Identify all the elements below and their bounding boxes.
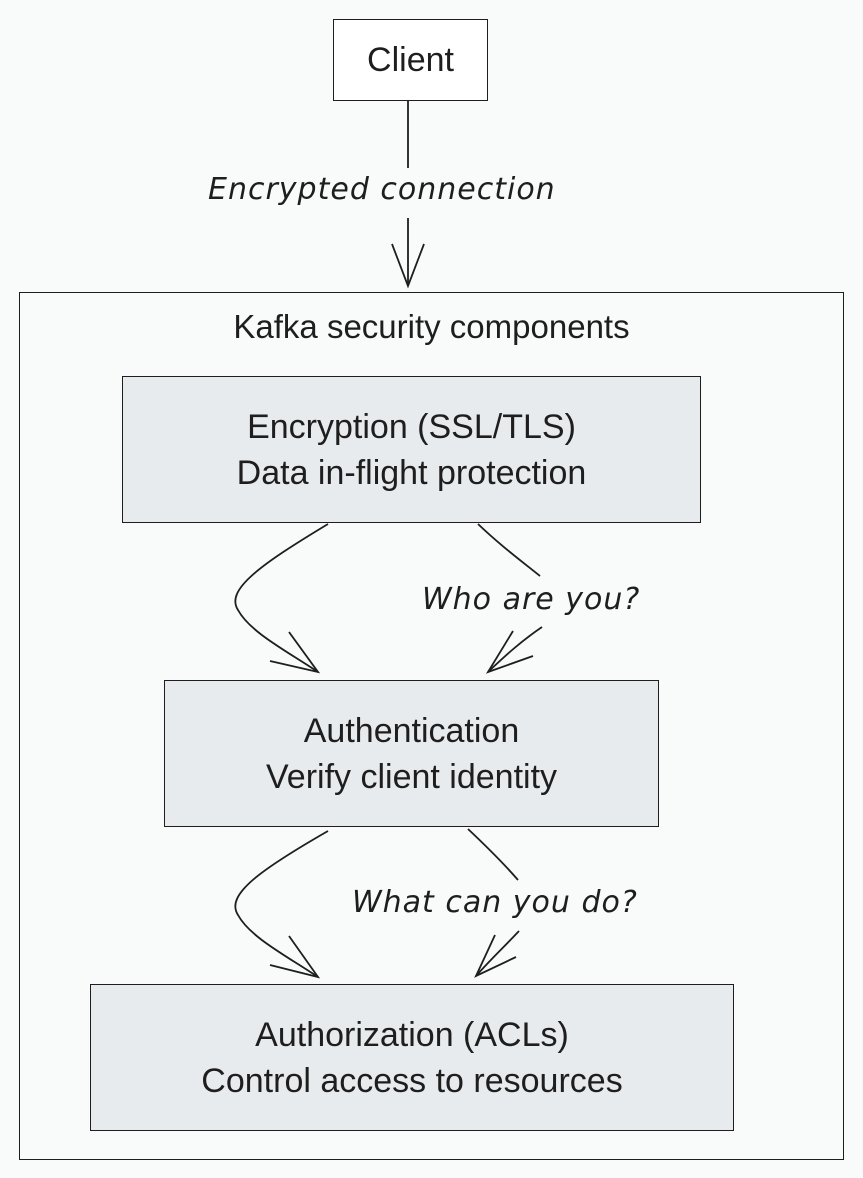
stage-title: Authorization (ACLs) — [255, 1015, 569, 1054]
arrowhead-icon — [474, 934, 517, 978]
stage-title: Authentication — [303, 711, 520, 750]
stage-authorization: Authorization (ACLs) Control access to r… — [90, 984, 734, 1131]
stage2-to-stage3-right-arrow — [475, 930, 520, 977]
stage1-to-stage2-right-line — [477, 523, 541, 577]
stage-subtitle: Data in-flight protection — [236, 453, 587, 492]
arrowhead-icon — [485, 630, 534, 674]
transition-label-what: What can you do? — [352, 885, 638, 920]
arrowhead-icon — [269, 631, 321, 674]
stage2-to-stage3-right-line — [467, 828, 519, 881]
arrowhead-down-icon — [391, 243, 425, 289]
stage-authentication: Authentication Verify client identity — [164, 680, 659, 827]
client-label: Client — [367, 40, 454, 79]
arrowhead-icon — [269, 935, 321, 979]
stage-subtitle: Control access to resources — [201, 1061, 623, 1100]
stage2-to-stage3-left-arrow — [234, 830, 329, 978]
stage-title: Encryption (SSL/TLS) — [247, 407, 576, 446]
client-node: Client — [333, 19, 488, 101]
stage-subtitle: Verify client identity — [265, 757, 558, 796]
stage1-to-stage2-left-arrow — [234, 523, 329, 673]
transition-label-who: Who are you? — [422, 582, 641, 617]
container-title: Kafka security components — [233, 308, 630, 345]
kafka-security-container — [19, 292, 844, 1160]
encrypted-connection-label: Encrypted connection — [206, 172, 558, 207]
stage1-to-stage2-right-arrow — [487, 626, 543, 673]
stage-encryption: Encryption (SSL/TLS) Data in-flight prot… — [122, 376, 701, 523]
